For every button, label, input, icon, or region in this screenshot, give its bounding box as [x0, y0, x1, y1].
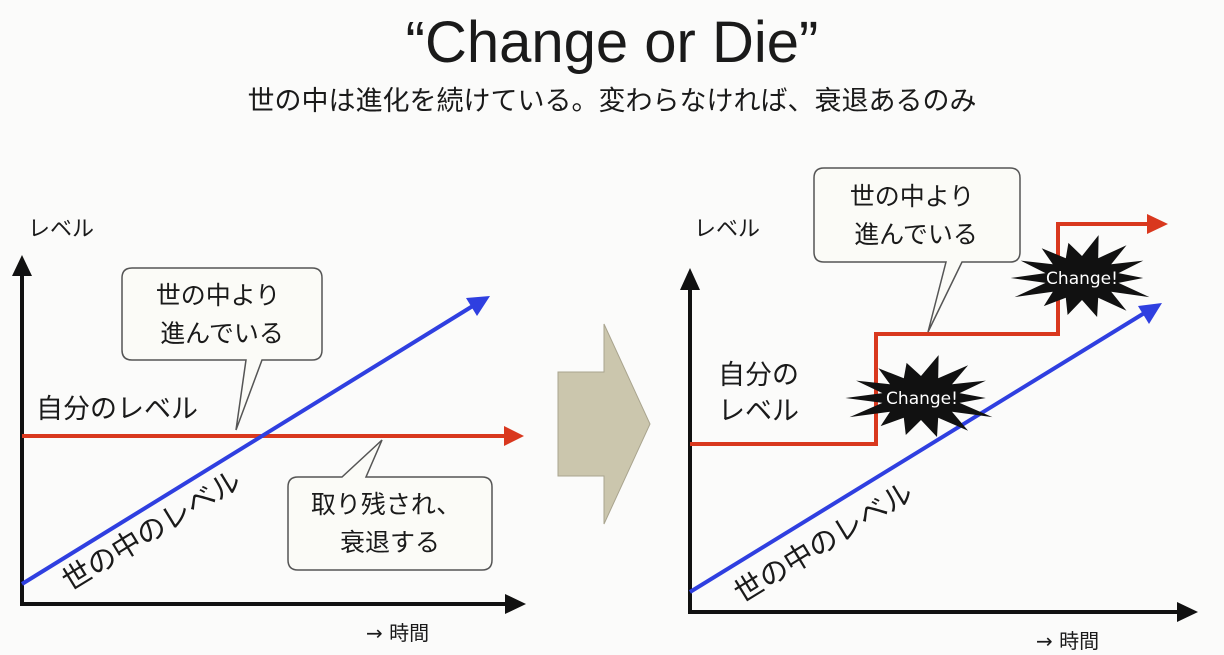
left-world-level-label: 世の中のレベル	[56, 463, 247, 598]
left-callout-behind-line1: 取り残され、	[311, 490, 461, 519]
right-world-level-line	[688, 310, 1148, 594]
right-x-axis-arrowhead	[1177, 602, 1198, 622]
transition-arrow	[557, 323, 651, 525]
change-burst-upper-text: Change!	[1046, 269, 1118, 289]
left-callout-behind	[287, 439, 493, 571]
right-own-level-arrowhead	[1147, 214, 1168, 234]
left-x-axis-arrowhead	[505, 594, 526, 614]
right-callout-ahead-line2: 進んでいる	[854, 220, 978, 249]
left-callout-behind-line2: 衰退する	[340, 528, 440, 557]
left-callout-ahead-line2: 進んでいる	[160, 319, 284, 348]
left-own-level-arrowhead	[504, 426, 524, 446]
right-own-level-label-line2: レベル	[718, 396, 799, 427]
right-y-axis-label: レベル	[694, 217, 760, 242]
page-title: “Change or Die”	[405, 10, 819, 75]
left-y-axis-label: レベル	[28, 217, 94, 242]
right-world-level-label: 世の中のレベル	[728, 475, 919, 610]
right-diagram: レベル → 時間 自分の レベル 世の中のレベル 世の中より 進んでいる Cha…	[680, 167, 1198, 653]
left-x-axis-label: → 時間	[366, 621, 429, 645]
right-callout-ahead-text: 世の中より 進んでいる	[850, 182, 982, 249]
left-callout-ahead	[121, 267, 323, 431]
left-diagram: レベル → 時間 自分のレベル 世の中のレベル 世の中より 進んでいる 取り残さ…	[12, 217, 526, 645]
right-callout-ahead-line1: 世の中より	[850, 182, 975, 211]
change-burst-lower-text: Change!	[886, 389, 958, 409]
left-y-axis-arrowhead	[12, 255, 32, 276]
page-subtitle: 世の中は進化を続けている。変わらなければ、衰退あるのみ	[247, 86, 977, 117]
right-world-level-arrowhead	[1138, 303, 1162, 324]
right-own-level-line	[690, 222, 1150, 446]
change-burst-lower: Change!	[845, 355, 993, 437]
left-world-level-arrowhead	[466, 296, 490, 316]
right-own-level-label: 自分の レベル	[718, 360, 808, 427]
right-y-axis-arrowhead	[680, 268, 700, 290]
left-own-level-label: 自分のレベル	[36, 394, 198, 425]
left-callout-ahead-line1: 世の中より	[156, 281, 281, 310]
right-callout-ahead	[813, 167, 1021, 333]
right-x-axis-label: → 時間	[1036, 629, 1099, 653]
change-burst-upper: Change!	[1010, 235, 1150, 317]
left-world-level-line	[20, 302, 478, 586]
left-callout-behind-text: 取り残され、 衰退する	[311, 490, 469, 557]
right-own-level-label-line1: 自分の	[718, 360, 799, 391]
left-callout-ahead-text: 世の中より 進んでいる	[156, 281, 288, 348]
